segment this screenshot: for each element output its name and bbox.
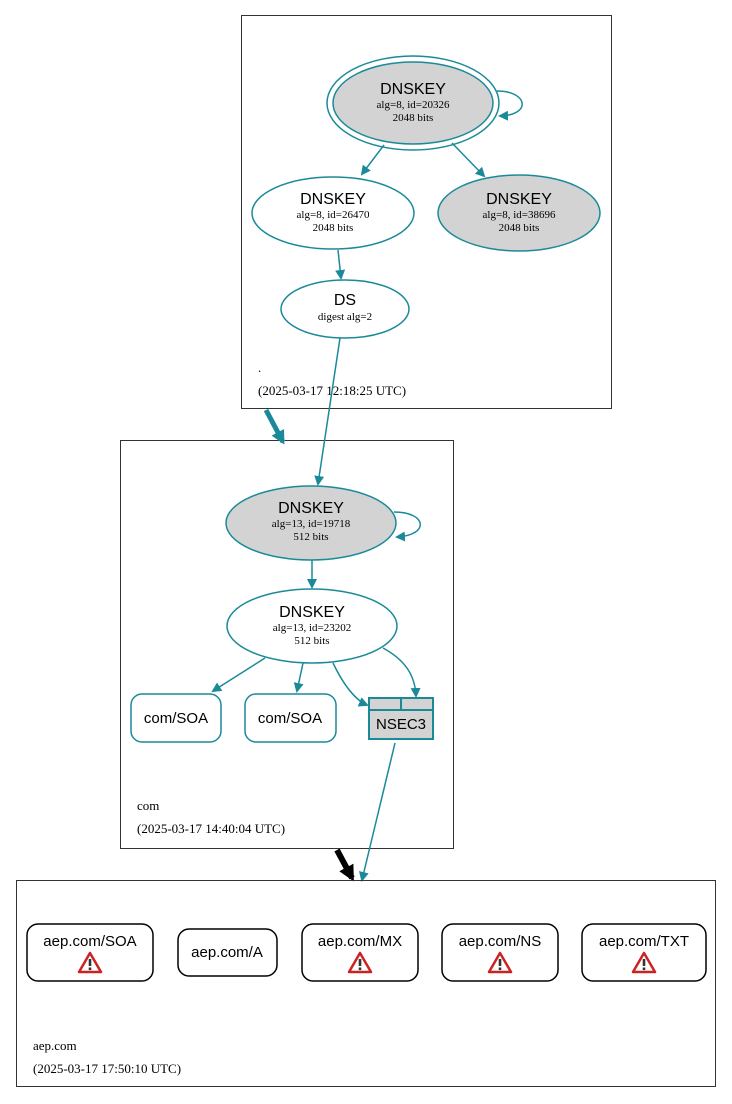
- com-ksk-line2: 512 bits: [293, 531, 328, 543]
- root-key3-line2: 2048 bits: [499, 222, 540, 234]
- warning-icon: [631, 951, 657, 974]
- com-ksk-title: DNSKEY: [278, 500, 344, 517]
- aep-record-label: aep.com/TXT: [599, 933, 689, 950]
- root-zsk-title: DNSKEY: [300, 191, 366, 208]
- root-ds-node[interactable]: DS digest alg=2: [280, 279, 410, 339]
- root-ds-title: DS: [334, 292, 356, 309]
- aep-record-label: aep.com/SOA: [43, 933, 136, 950]
- root-ksk-ellipse: [332, 61, 494, 145]
- zone-root: DNSKEY alg=8, id=20326 2048 bits DNSKEY …: [241, 15, 612, 409]
- com-soa-box-2: [244, 693, 337, 743]
- zone-com-box: [120, 440, 454, 849]
- zone-aep-box: [16, 880, 716, 1087]
- aep-record-label: aep.com/A: [191, 944, 263, 961]
- root-ksk-line1: alg=8, id=20326: [377, 99, 450, 111]
- aep-record-label: aep.com/MX: [318, 933, 402, 950]
- zone-com: DNSKEY alg=13, id=19718 512 bits DNSKEY …: [120, 440, 454, 849]
- aep-record-soa[interactable]: aep.com/SOA: [26, 923, 154, 982]
- edge-nsec3-to-aep: [359, 742, 396, 882]
- root-ksk-node[interactable]: DNSKEY alg=8, id=20326 2048 bits: [326, 55, 500, 151]
- aep-record-mx[interactable]: aep.com/MX: [301, 923, 419, 982]
- com-soa-box-1: [130, 693, 222, 743]
- root-ds-line1: digest alg=2: [318, 311, 372, 323]
- root-zsk-line1: alg=8, id=26470: [297, 209, 370, 221]
- delegation-com-to-aep: [334, 848, 355, 882]
- zone-aep: aep.com/SOA aep.com/A aep.com/MX aep.com…: [16, 880, 716, 1087]
- root-ksk-line2: 2048 bits: [393, 112, 434, 124]
- root-ksk-title: DNSKEY: [380, 81, 446, 98]
- com-zsk-ellipse: [226, 588, 398, 664]
- edge-root-ds-to-com-ksk: [314, 337, 341, 486]
- com-ksk-line1: alg=13, id=19718: [272, 518, 351, 530]
- zone-root-box: [241, 15, 612, 409]
- root-zsk-line2: 2048 bits: [313, 222, 354, 234]
- com-soa-node-2[interactable]: com/SOA: [244, 693, 337, 743]
- com-ksk-ellipse: [225, 485, 397, 561]
- warning-icon: [347, 951, 373, 974]
- zone-root-name: .: [258, 360, 261, 375]
- com-zsk-title: DNSKEY: [279, 604, 345, 621]
- zone-aep-name: aep.com: [33, 1038, 77, 1053]
- com-zsk-node[interactable]: DNSKEY alg=13, id=23202 512 bits: [226, 588, 398, 664]
- com-soa-node-1[interactable]: com/SOA: [130, 693, 222, 743]
- root-ds-ellipse: [280, 279, 410, 339]
- delegation-root-to-com: [263, 408, 286, 445]
- root-ksk-outer-ring: [326, 55, 500, 151]
- com-soa-label-1: com/SOA: [144, 710, 208, 727]
- com-ksk-node[interactable]: DNSKEY alg=13, id=19718 512 bits: [225, 485, 397, 561]
- edge-com-zsk-to-nsec3-b: [382, 647, 421, 698]
- warning-icon: [77, 951, 103, 974]
- root-zsk-node[interactable]: DNSKEY alg=8, id=26470 2048 bits: [251, 176, 415, 250]
- com-zsk-line1: alg=13, id=23202: [273, 622, 351, 634]
- edge-root-ksk-to-key3: [451, 142, 486, 178]
- edge-com-zsk-to-soa1: [211, 657, 266, 693]
- aep-record-label: aep.com/NS: [459, 933, 542, 950]
- root-key3-node[interactable]: DNSKEY alg=8, id=38696 2048 bits: [437, 174, 601, 252]
- com-ksk-self-edge: [393, 511, 421, 542]
- root-ksk-self-edge: [496, 90, 523, 121]
- com-soa-label-2: com/SOA: [258, 710, 322, 727]
- root-zsk-ellipse: [251, 176, 415, 250]
- zone-com-timestamp: (2025-03-17 14:40:04 UTC): [137, 821, 285, 836]
- warning-icon: [487, 951, 513, 974]
- root-key3-line1: alg=8, id=38696: [483, 209, 556, 221]
- zone-com-name: com: [137, 798, 159, 813]
- aep-record-ns[interactable]: aep.com/NS: [441, 923, 559, 982]
- edge-root-ksk-to-zsk: [360, 144, 385, 176]
- edge-com-zsk-to-soa2: [293, 662, 304, 693]
- aep-record-a[interactable]: aep.com/A: [177, 928, 278, 977]
- edge-root-zsk-to-ds: [335, 249, 346, 280]
- zone-aep-timestamp: (2025-03-17 17:50:10 UTC): [33, 1061, 181, 1076]
- root-key3-title: DNSKEY: [486, 191, 552, 208]
- edge-com-zsk-to-nsec3-a: [332, 662, 369, 707]
- com-nsec3-label: NSEC3: [376, 716, 426, 733]
- aep-record-box: [177, 928, 278, 977]
- aep-record-txt[interactable]: aep.com/TXT: [581, 923, 707, 982]
- root-key3-ellipse: [437, 174, 601, 252]
- com-nsec3-node[interactable]: NSEC3: [368, 697, 434, 740]
- com-zsk-line2: 512 bits: [294, 635, 329, 647]
